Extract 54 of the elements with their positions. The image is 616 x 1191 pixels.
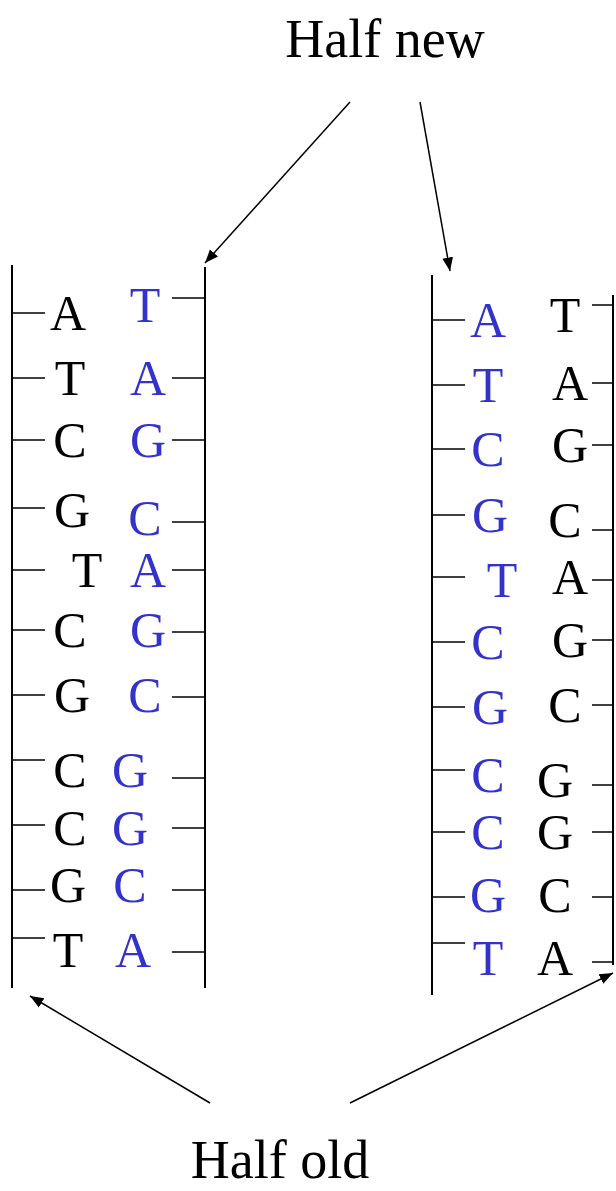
base-letter: C: [471, 807, 505, 857]
base-letter: T: [549, 290, 581, 340]
base-letter: G: [471, 682, 509, 732]
base-letter: A: [469, 295, 507, 345]
base-letter: A: [129, 353, 167, 403]
base-letter: C: [128, 493, 162, 543]
base-letter: C: [113, 860, 147, 910]
base-letter: G: [49, 860, 87, 910]
heading-label: Half old: [170, 1133, 390, 1187]
arrow: [419, 101, 453, 272]
base-letter: C: [53, 415, 87, 465]
base-letter: T: [71, 545, 103, 595]
arrow: [349, 972, 614, 1104]
base-letter: C: [471, 617, 505, 667]
dna-strand: [592, 295, 614, 965]
base-letter: A: [129, 545, 167, 595]
base-letter: A: [536, 933, 574, 983]
base-letter: A: [551, 552, 589, 602]
base-letter: T: [54, 353, 86, 403]
base-letter: T: [472, 360, 504, 410]
base-letter: G: [53, 485, 91, 535]
base-letter: G: [129, 605, 167, 655]
base-letter: T: [52, 925, 84, 975]
base-letter: T: [472, 933, 504, 983]
base-letter: G: [111, 745, 149, 795]
base-letter: G: [536, 807, 574, 857]
base-letter: G: [53, 670, 91, 720]
arrow: [29, 995, 211, 1104]
base-letter: C: [548, 495, 582, 545]
base-letter: T: [129, 280, 161, 330]
dna-strand: [11, 265, 45, 988]
base-letter: T: [486, 555, 518, 605]
base-letter: C: [471, 750, 505, 800]
base-letter: G: [469, 870, 507, 920]
base-letter: G: [111, 803, 149, 853]
dna-strand: [172, 267, 206, 988]
base-letter: C: [548, 680, 582, 730]
base-letter: G: [129, 415, 167, 465]
arrow: [204, 101, 351, 264]
base-letter: C: [53, 605, 87, 655]
dna-strand: [431, 275, 465, 995]
base-letter: C: [53, 803, 87, 853]
base-letter: G: [536, 755, 574, 805]
base-letter: G: [551, 420, 589, 470]
base-letter: A: [114, 925, 152, 975]
base-letter: C: [128, 670, 162, 720]
heading-label: Half new: [265, 12, 505, 66]
base-letter: C: [538, 870, 572, 920]
base-letter: C: [471, 424, 505, 474]
base-letter: A: [49, 288, 87, 338]
base-letter: A: [551, 358, 589, 408]
base-letter: G: [551, 615, 589, 665]
base-letter: G: [471, 490, 509, 540]
base-letter: C: [53, 745, 87, 795]
